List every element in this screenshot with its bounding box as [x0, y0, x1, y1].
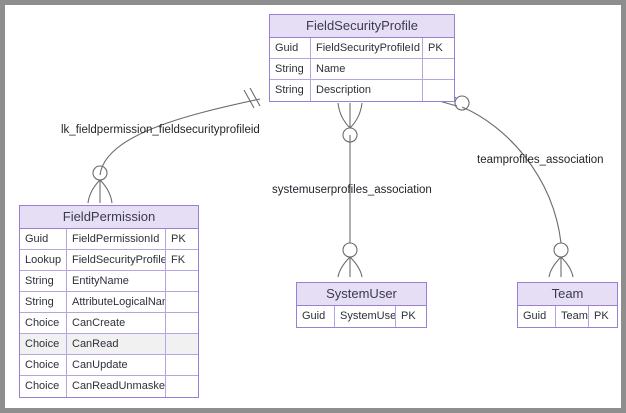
cell-type: Guid [297, 306, 335, 327]
cell-type: Choice [20, 334, 67, 354]
cell-field: FieldSecurityProfileId [67, 250, 166, 270]
table-row[interactable]: Choice CanReadUnmasked [20, 376, 198, 397]
cell-type: String [20, 271, 67, 291]
cell-key: PK [594, 310, 609, 322]
cell-field: CanCreate [67, 313, 166, 333]
table-row[interactable]: Choice CanUpdate [20, 355, 198, 376]
cell-field: Description [311, 80, 423, 101]
entity-title: FieldSecurityProfile [270, 15, 454, 38]
cell-type: Choice [20, 376, 67, 397]
table-row[interactable]: String Name [270, 59, 454, 80]
entity-title: SystemUser [297, 283, 426, 306]
relationship-label-systemuserprofiles[interactable]: systemuserprofiles_association [272, 184, 432, 196]
cell-key: PK [428, 42, 443, 54]
table-row[interactable]: String Description [270, 80, 454, 101]
connector-lk-fieldpermission [87, 87, 261, 204]
cell-key [423, 59, 454, 79]
cell-type: Guid [270, 38, 311, 58]
cell-key [166, 355, 198, 375]
entity-fieldsecurityprofile[interactable]: FieldSecurityProfile Guid FieldSecurityP… [269, 14, 455, 102]
cell-key: PK [171, 233, 186, 245]
cell-field: CanUpdate [67, 355, 166, 375]
table-row[interactable]: Guid TeamID PK [518, 306, 617, 327]
cell-type: Guid [518, 306, 556, 327]
table-row[interactable]: Guid FieldSecurityProfileId PK [270, 38, 454, 59]
cell-key [166, 334, 198, 354]
connector-teamprofiles [430, 88, 574, 278]
entity-title: FieldPermission [20, 206, 198, 229]
cell-field: Name [311, 59, 423, 79]
cell-key [423, 80, 454, 101]
cell-field: EntityName [67, 271, 166, 291]
cell-type: String [270, 80, 311, 101]
cell-type: Choice [20, 313, 67, 333]
entity-team[interactable]: Team Guid TeamID PK [517, 282, 618, 328]
table-row[interactable]: Choice CanRead [20, 334, 198, 355]
cell-key [166, 271, 198, 291]
table-row[interactable]: Choice CanCreate [20, 313, 198, 334]
cell-field: FieldPermissionId [67, 229, 166, 249]
table-row[interactable]: Guid FieldPermissionId PK [20, 229, 198, 250]
cell-type: Choice [20, 355, 67, 375]
cell-key: FK [171, 254, 186, 266]
relationship-label-teamprofiles[interactable]: teamprofiles_association [477, 154, 604, 166]
table-row[interactable]: Lookup FieldSecurityProfileId FK [20, 250, 198, 271]
table-row[interactable]: String AttributeLogicalName [20, 292, 198, 313]
cell-field: SystemUserId [335, 306, 396, 327]
cell-field: TeamID [556, 306, 589, 327]
cell-type: Guid [20, 229, 67, 249]
cell-key: PK [401, 310, 416, 322]
table-row[interactable]: Guid SystemUserId PK [297, 306, 426, 327]
table-row[interactable]: String EntityName [20, 271, 198, 292]
cell-field: CanRead [67, 334, 166, 354]
cell-type: String [270, 59, 311, 79]
relationship-label-lk-fieldpermission[interactable]: lk_fieldpermission_fieldsecurityprofilei… [61, 124, 260, 136]
cell-key [166, 313, 198, 333]
cell-type: Lookup [20, 250, 67, 270]
cell-key [166, 292, 198, 312]
entity-title: Team [518, 283, 617, 306]
cell-key [166, 376, 198, 397]
cell-field: AttributeLogicalName [67, 292, 166, 312]
cell-field: CanReadUnmasked [67, 376, 166, 397]
entity-fieldpermission[interactable]: FieldPermission Guid FieldPermissionId P… [19, 205, 199, 398]
cell-type: String [20, 292, 67, 312]
cell-field: FieldSecurityProfileId [311, 38, 423, 58]
entity-systemuser[interactable]: SystemUser Guid SystemUserId PK [296, 282, 427, 328]
